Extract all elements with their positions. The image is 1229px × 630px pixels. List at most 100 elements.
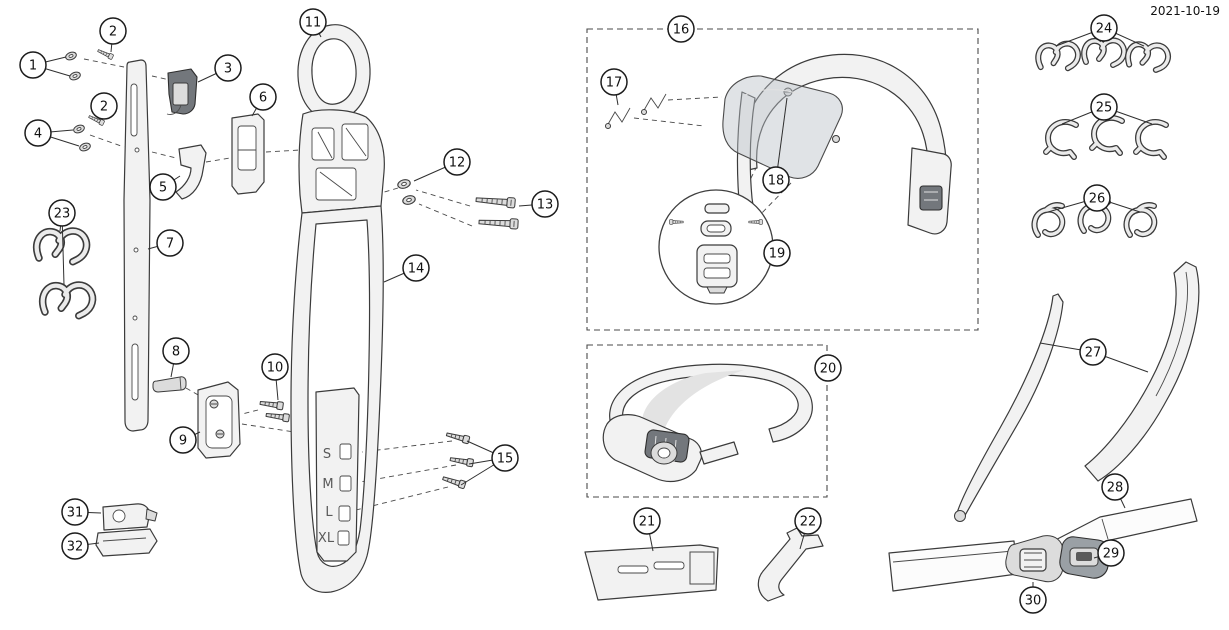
callout-2b: 2 (90, 92, 118, 120)
backplate-upper-bracket (298, 109, 385, 214)
callout-21: 21 (633, 507, 661, 535)
dash-axis (415, 189, 471, 207)
headband-detail-box (586, 344, 828, 498)
callout-number-1: 1 (29, 59, 37, 74)
callout-circle-9 (169, 426, 197, 454)
callout-number-5: 5 (159, 181, 167, 196)
date-label: 2021-10-19 (1150, 4, 1220, 18)
callout-circle-13 (531, 190, 559, 218)
callout-18: 18 (762, 166, 790, 194)
clip-25b (1092, 118, 1122, 153)
callout-number-16: 16 (673, 23, 690, 38)
size-label-m: M (322, 477, 333, 492)
callout-17: 17 (600, 68, 628, 96)
part-11-top-ring (297, 24, 371, 121)
callout-number-32: 32 (67, 540, 84, 555)
callout-4: 4 (24, 119, 52, 147)
callout-number-19: 19 (769, 247, 786, 262)
screw-10b (265, 410, 291, 423)
callout-number-27: 27 (1085, 346, 1102, 361)
callout-circle-2a (99, 17, 127, 45)
callout-27: 27 (1079, 338, 1107, 366)
part-14-frame (290, 205, 384, 593)
part-19-magnified-detail (658, 189, 774, 305)
callout-28: 28 (1101, 473, 1129, 501)
callout-number-8: 8 (172, 345, 180, 360)
callout-circle-18 (762, 166, 790, 194)
part-21-strap (584, 544, 719, 601)
callout-circle-11 (299, 8, 327, 36)
callout-circle-8 (162, 337, 190, 365)
part-10-screws (259, 398, 291, 423)
callout-15: 15 (491, 444, 519, 472)
part-9-bracket (197, 381, 241, 459)
size-label-l: L (325, 505, 333, 520)
screw-13a (475, 194, 516, 209)
callout-number-9: 9 (179, 434, 187, 449)
callout-number-28: 28 (1107, 481, 1124, 496)
callout-12: 12 (443, 148, 471, 176)
part-5-hook (175, 144, 207, 200)
callout-number-25: 25 (1096, 101, 1113, 116)
callout-7: 7 (156, 229, 184, 257)
callout-circle-15 (491, 444, 519, 472)
dash-axis (418, 203, 473, 227)
detail-box-20 (586, 344, 828, 498)
callout-19: 19 (763, 239, 791, 267)
callout-number-20: 20 (820, 362, 837, 377)
strap-27-left (956, 293, 1064, 521)
callout-circle-6 (249, 83, 277, 111)
callout-circle-5 (149, 173, 177, 201)
part-17-spring-clips (605, 93, 667, 129)
washer-1a (64, 50, 78, 62)
washer-1b (68, 70, 82, 82)
callout-circle-14 (402, 254, 430, 282)
callout-16: 16 (667, 15, 695, 43)
callout-6: 6 (249, 83, 277, 111)
callout-24: 24 (1090, 14, 1118, 42)
dash-axis (265, 149, 301, 153)
callout-11: 11 (299, 8, 327, 36)
callout-23: 23 (48, 199, 76, 227)
callout-circle-30 (1019, 586, 1047, 614)
callout-circle-21 (633, 507, 661, 535)
callout-circle-3 (214, 54, 242, 82)
screw-15a (445, 430, 471, 445)
size-adjuster-panel: S M L XL (315, 387, 360, 562)
callout-number-7: 7 (166, 237, 174, 252)
callout-number-10: 10 (267, 361, 284, 376)
detail-box-16 (586, 28, 979, 331)
callout-number-15: 15 (497, 452, 514, 467)
callout-circle-29 (1097, 539, 1125, 567)
dash-axis (241, 409, 259, 415)
callout-circle-25 (1090, 93, 1118, 121)
dash-axis (205, 157, 231, 163)
callout-number-11: 11 (305, 16, 322, 31)
callout-circle-27 (1079, 338, 1107, 366)
headband-shading (642, 370, 744, 430)
callout-number-24: 24 (1096, 22, 1113, 37)
callout-number-21: 21 (639, 515, 656, 530)
clip-24c (1127, 43, 1169, 71)
callout-circle-28 (1101, 473, 1129, 501)
dash-axis (633, 117, 705, 127)
clip-26c (1127, 205, 1155, 235)
harness-buckle (919, 185, 943, 211)
size-label-xl: XL (318, 531, 335, 546)
callout-number-29: 29 (1103, 547, 1120, 562)
callout-circle-12 (443, 148, 471, 176)
callout-29: 29 (1097, 539, 1125, 567)
dash-axis (241, 423, 295, 433)
clip-23b (43, 285, 93, 316)
callout-22: 22 (794, 507, 822, 535)
callout-number-4: 4 (34, 127, 42, 142)
dash-axis (151, 151, 177, 159)
strap-27-right (1084, 261, 1200, 482)
callout-25: 25 (1090, 93, 1118, 121)
part-30-buckle (1005, 535, 1064, 583)
callout-number-23: 23 (54, 207, 71, 222)
pivot-hole (832, 135, 840, 143)
